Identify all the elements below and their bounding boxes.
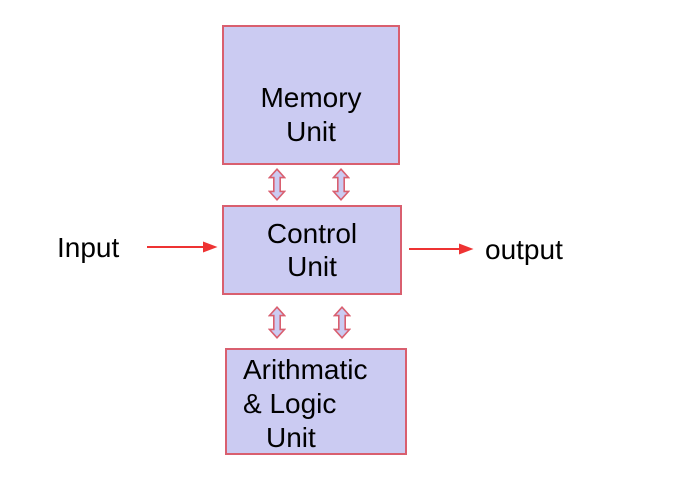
control-alu-double-arrow-icon (268, 306, 286, 339)
memory-control-double-arrow-icon (332, 168, 350, 201)
memory-unit-label-line1: Memory (260, 82, 362, 113)
control-unit-box: Control Unit (222, 205, 402, 295)
alu-box: Arithmatic & Logic Unit (225, 348, 407, 455)
control-unit-label-line1: Control (266, 218, 358, 249)
input-right-arrow-icon (147, 241, 218, 253)
alu-label-line2: & Logic (243, 388, 337, 419)
alu-label-line1: Arithmatic (243, 354, 368, 385)
input-label: Input (57, 232, 120, 263)
control-unit-label-line2: Unit (287, 251, 337, 282)
alu-label-line3: Unit (266, 422, 316, 453)
control-alu-double-arrow-icon (333, 306, 351, 339)
memory-unit-label-line2: Unit (286, 116, 336, 147)
output-label: output (485, 234, 563, 265)
output-right-arrow-icon (409, 243, 474, 255)
memory-control-double-arrow-icon (268, 168, 286, 201)
memory-unit-box: Memory Unit (222, 25, 400, 165)
